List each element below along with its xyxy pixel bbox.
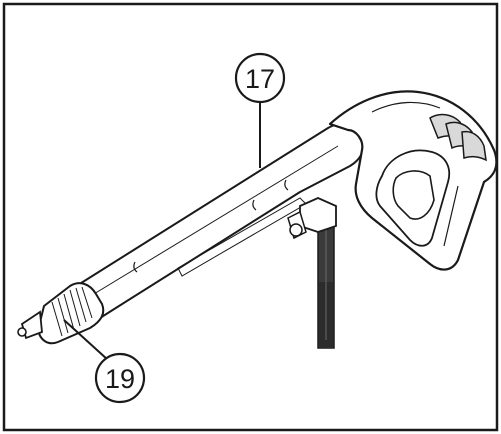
callout-circle-17	[234, 52, 286, 104]
callout-19: 19	[63, 319, 146, 404]
nozzle-connector	[17, 282, 105, 345]
callout-17: 17	[234, 52, 286, 168]
pistol-grip	[328, 90, 498, 271]
callout-label-17: 17	[245, 64, 275, 94]
leader-line-19	[63, 319, 109, 361]
callout-label-19: 19	[105, 364, 135, 394]
hose-coupling	[287, 197, 337, 240]
callout-circle-19	[94, 352, 146, 404]
hose	[317, 221, 335, 349]
